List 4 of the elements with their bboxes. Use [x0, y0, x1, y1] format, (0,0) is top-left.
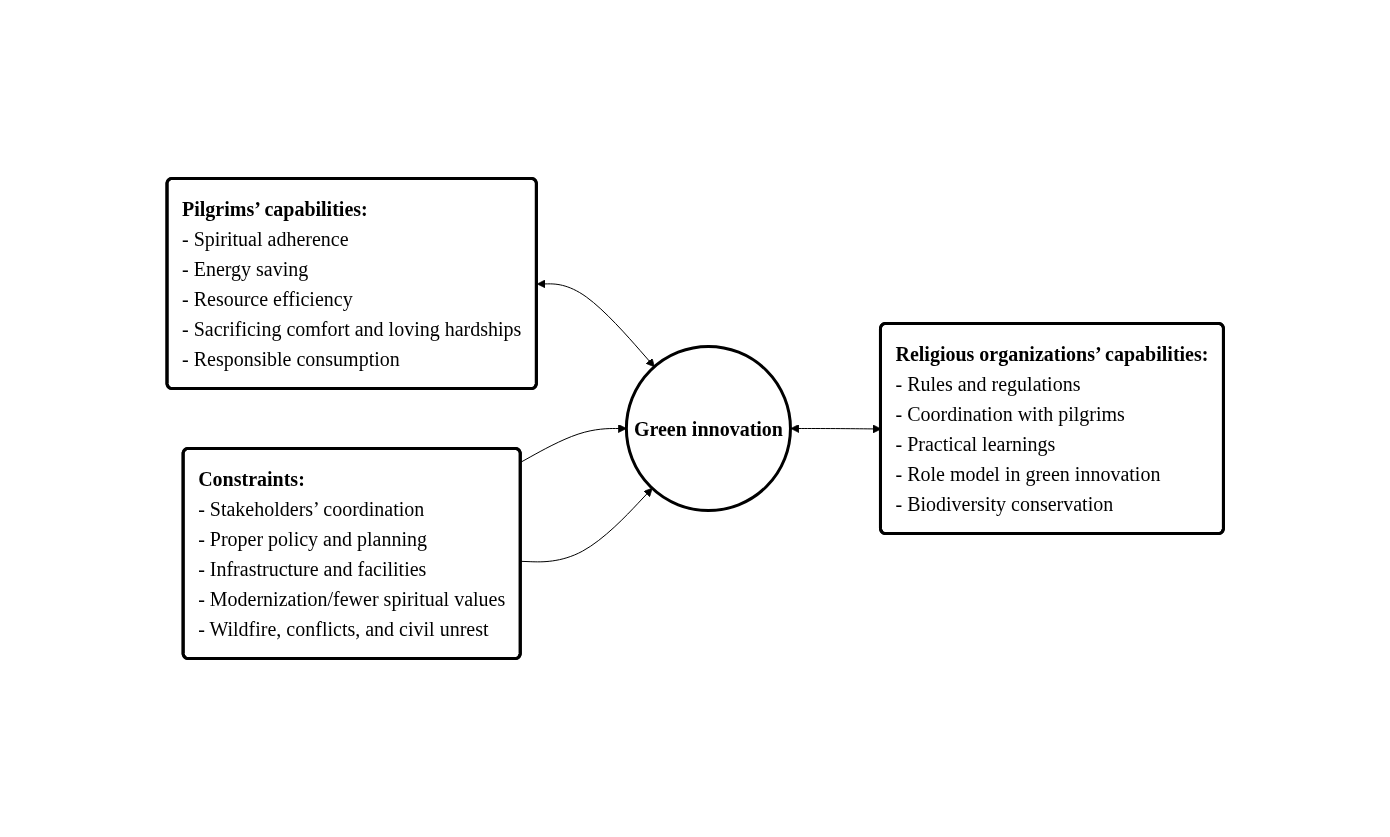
node-circle: Green innovation	[624, 344, 792, 513]
arrow	[520, 487, 653, 563]
arrow	[520, 424, 627, 463]
arrow	[536, 279, 655, 368]
